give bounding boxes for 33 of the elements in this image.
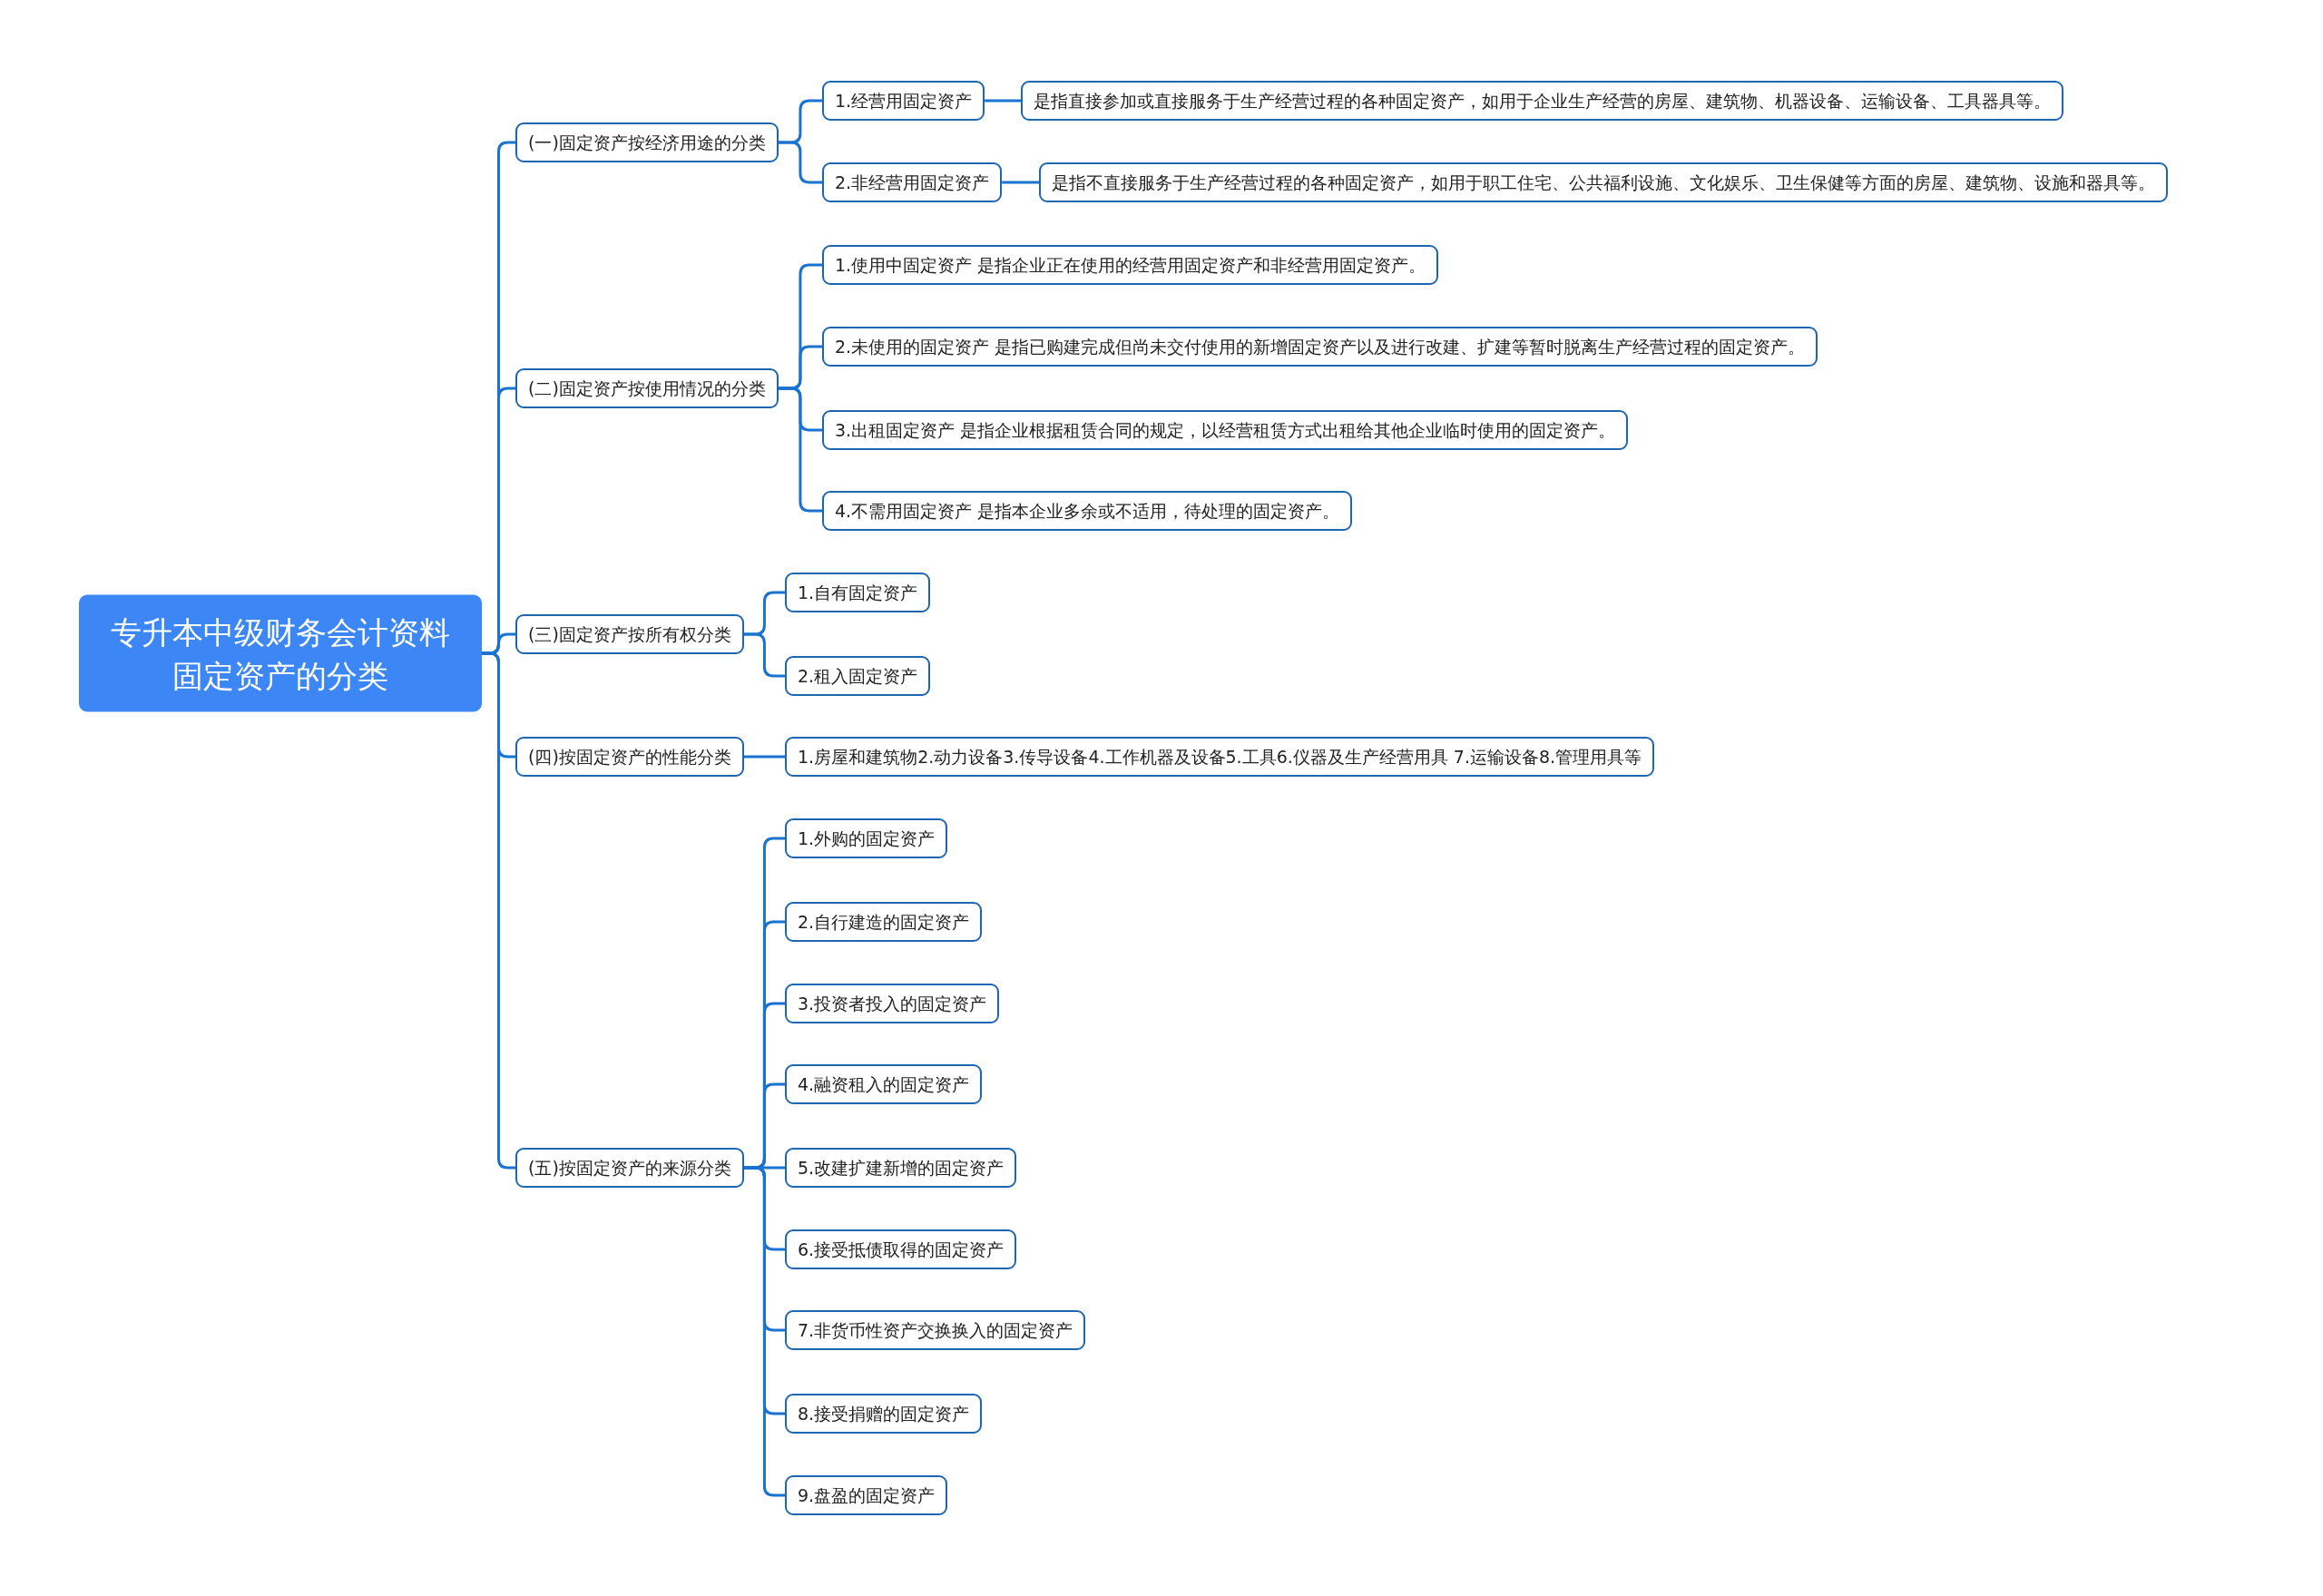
topic-box: 6.接受抵债取得的固定资产 <box>785 1229 1017 1269</box>
topic-box: 2.非经营用固定资产 <box>822 162 1003 202</box>
topic-box: 1.外购的固定资产 <box>785 818 948 858</box>
topic-box: 8.接受捐赠的固定资产 <box>785 1394 983 1434</box>
topic-box: (三)固定资产按所有权分类 <box>515 614 744 654</box>
topic-box: 是指直接参加或直接服务于生产经营过程的各种固定资产，如用于企业生产经营的房屋、建筑物、机器设备、运输设备、工具器具等。 <box>1021 81 2063 121</box>
topic-box: 3.投资者投入的固定资产 <box>785 984 1000 1023</box>
topic-box: 是指不直接服务于生产经营过程的各种固定资产，如用于职工住宅、公共福利设施、文化娱乐、卫生保健等方面的房屋、建筑物、设施和器具等。 <box>1039 162 2168 202</box>
topic-box: 4.不需用固定资产 是指本企业多余或不适用，待处理的固定资产。 <box>822 491 1353 531</box>
topic-box: 1.自有固定资产 <box>785 573 931 612</box>
topic-box: 9.盘盈的固定资产 <box>785 1475 948 1515</box>
topic-box: 1.经营用固定资产 <box>822 81 985 121</box>
topic-box: 5.改建扩建新增的固定资产 <box>785 1148 1017 1188</box>
connector-line <box>778 141 822 184</box>
topic-box: 1.使用中固定资产 是指企业正在使用的经营用固定资产和非经营用固定资产。 <box>822 245 1439 285</box>
connector-line <box>985 99 1021 103</box>
central-topic: 专升本中级财务会计资料固定资产的分类 <box>79 594 482 712</box>
topic-box: (五)按固定资产的来源分类 <box>515 1148 744 1188</box>
topic-box: (一)固定资产按经济用途的分类 <box>515 122 779 162</box>
topic-box: 4.融资租入的固定资产 <box>785 1064 983 1104</box>
topic-box: (二)固定资产按使用情况的分类 <box>515 368 779 408</box>
topic-box: 2.自行建造的固定资产 <box>785 902 983 942</box>
connector-line <box>743 755 785 759</box>
connector-line <box>743 632 785 678</box>
connector-line <box>778 387 822 513</box>
topic-box: 2.未使用的固定资产 是指已购建完成但尚未交付使用的新增固定资产以及进行改建、扩建等暂时脱离生产经营过程的固定资产。 <box>822 327 1818 367</box>
connector-line <box>1002 181 1039 184</box>
topic-box: 3.出租固定资产 是指企业根据租赁合同的规定，以经营租赁方式出租给其他企业临时使用的固定资产。 <box>822 410 1629 450</box>
topic-box: 2.租入固定资产 <box>785 656 931 696</box>
topic-box: 1.房屋和建筑物2.动力设备3.传导设备4.工作机器及设备5.工具6.仪器及生产经营用具 7.运输设备8.管理用具等 <box>785 737 1655 777</box>
connector-line <box>482 651 515 1170</box>
topic-box: (四)按固定资产的性能分类 <box>515 737 744 777</box>
topic-box: 7.非货币性资产交换换入的固定资产 <box>785 1310 1086 1350</box>
